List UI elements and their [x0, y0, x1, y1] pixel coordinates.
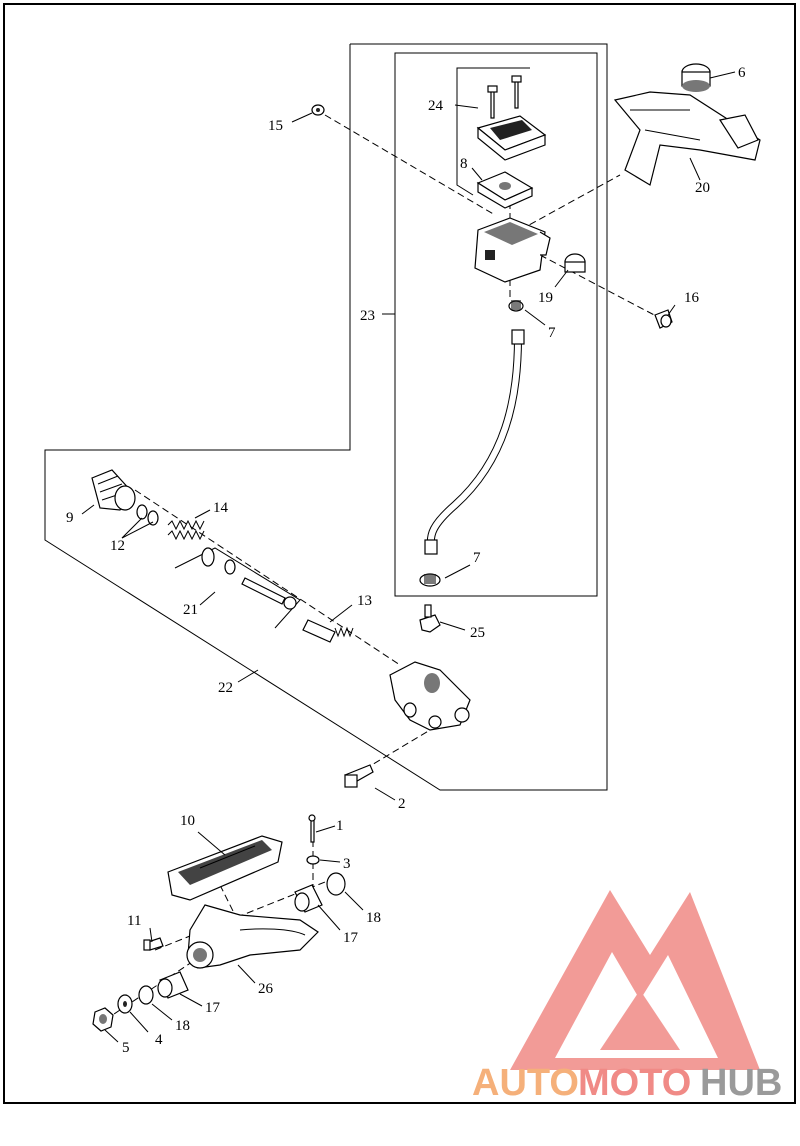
- callout-22: 22: [218, 680, 233, 696]
- callout-9: 9: [66, 510, 74, 526]
- callout-18-lower: 18: [175, 1018, 190, 1034]
- master-cylinder-body: [389, 661, 471, 731]
- callout-1: 1: [336, 818, 344, 834]
- callout-8: 8: [460, 156, 468, 172]
- leader-lines: [81, 71, 736, 1043]
- washer-part-3: [306, 855, 320, 865]
- alignment-line-piston: [134, 489, 401, 666]
- nut-part-5: [92, 1007, 114, 1032]
- callout-2: 2: [398, 796, 406, 812]
- bushing-part-17-lower: [157, 971, 189, 999]
- diaphragm-part-8: [476, 171, 534, 209]
- callout-25: 25: [470, 625, 485, 641]
- grommet-part-6: [681, 63, 711, 92]
- cotter-pin-part-1: [308, 814, 316, 843]
- callout-14: 14: [213, 500, 229, 516]
- callout-13: 13: [357, 593, 372, 609]
- callout-19: 19: [538, 290, 553, 306]
- callout-24: 24: [428, 98, 444, 114]
- reservoir-body: [474, 217, 551, 283]
- watermark-logo-mark: [510, 890, 760, 1070]
- callout-11: 11: [127, 913, 141, 929]
- alignment-line-20: [519, 174, 621, 231]
- alignment-line-16: [539, 254, 661, 319]
- callout-18-upper: 18: [366, 910, 381, 926]
- reservoir-cover: [476, 115, 547, 161]
- reservoir-hose: [424, 329, 525, 555]
- bolt-part-2: [344, 764, 374, 788]
- reservoir-subassembly-box: [394, 52, 598, 597]
- callout-15: 15: [268, 118, 283, 134]
- callout-7-upper: 7: [548, 325, 556, 341]
- callout-6: 6: [738, 65, 746, 81]
- callout-17-upper: 17: [343, 930, 359, 946]
- pedal-pad-part-10: [167, 835, 283, 901]
- callout-21: 21: [183, 602, 198, 618]
- o-ring-part-18-lower: [138, 985, 154, 1005]
- clamp-part-7-upper: [508, 300, 524, 312]
- callout-16: 16: [684, 290, 700, 306]
- retaining-ring-part-12: [136, 504, 159, 526]
- callout-12: 12: [110, 538, 125, 554]
- callout-4: 4: [155, 1032, 163, 1048]
- piston-part-21: [201, 547, 297, 610]
- bracket-part-20: [613, 91, 761, 186]
- diagram-frame: [3, 3, 796, 1104]
- brake-pedal-part-26: [186, 904, 319, 969]
- assembly-23-outline: [44, 43, 608, 791]
- callout-17-lower: 17: [205, 1000, 221, 1016]
- fitting-part-25: [419, 604, 441, 633]
- piston-subassembly-bracket: [174, 547, 301, 629]
- boot-part-9: [91, 469, 136, 511]
- cover-subassembly-bracket: [456, 67, 530, 196]
- callout-23: 23: [360, 308, 375, 324]
- screws-part-24: [487, 75, 522, 119]
- callout-20: 20: [695, 180, 710, 196]
- piston-cup-part-13: [302, 619, 354, 643]
- clamp-part-7-lower: [419, 573, 441, 587]
- watermark-text-auto: AUTO: [472, 1062, 579, 1104]
- spring-part-14: [167, 519, 205, 541]
- washer-part-15: [311, 104, 325, 116]
- o-ring-part-18-upper: [326, 872, 346, 896]
- bushing-part-19: [564, 253, 586, 273]
- callout-5: 5: [122, 1040, 130, 1056]
- callout-7-lower: 7: [473, 550, 481, 566]
- watermark-text-hub: HUB: [700, 1062, 782, 1104]
- washer-part-4: [117, 994, 133, 1014]
- callout-10: 10: [180, 813, 195, 829]
- watermark-text-moto: MOTO: [578, 1062, 691, 1104]
- callout-26: 26: [258, 981, 274, 997]
- callout-3: 3: [343, 856, 351, 872]
- bushing-part-17-upper: [294, 884, 323, 913]
